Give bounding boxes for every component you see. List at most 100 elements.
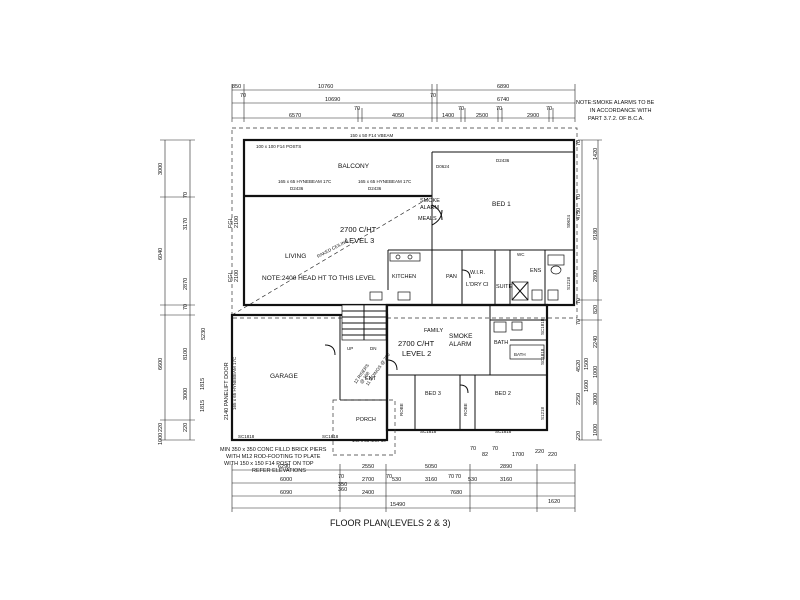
label-living: LIVING — [285, 253, 306, 260]
window-sc1818-b: SC1818 — [322, 434, 339, 439]
label-smoke-b: ALARM — [420, 205, 439, 211]
dim-bot-70b: 70 — [455, 474, 461, 480]
dim-top-70c: 70 — [496, 106, 502, 112]
dim-bot-2700: 2700 — [362, 477, 374, 483]
label-ens: ENS — [530, 268, 542, 274]
pier-note-1: MIN 350 x 350 CONC FILLD BRICK PIERS — [220, 447, 327, 453]
raked-ceiling-line — [231, 195, 433, 316]
dim-left-220b: 220 — [183, 423, 189, 432]
dim-right-1420: 1420 — [593, 148, 599, 160]
dim-bot-6290: 6290 — [278, 464, 290, 470]
roof-outline — [231, 127, 578, 319]
dim-top-4050: 4050 — [392, 113, 404, 119]
bath-fixtures — [493, 321, 545, 360]
dim-bot-360a: 360 — [338, 487, 347, 493]
window-sc1818-c: SC1818 — [420, 429, 437, 434]
label-vbeam: 150 x 50 F14 VBEAM — [350, 133, 394, 138]
label-robe2: ROBE — [463, 403, 468, 416]
dim-bot-2550: 2550 — [362, 464, 374, 470]
dim-bot-misc-82: 82 — [482, 452, 488, 458]
label-dn: DN — [370, 346, 377, 351]
dim-top-1400: 1400 — [442, 113, 454, 119]
dim-bot-530a: 530 — [392, 477, 401, 483]
dim-left-70: 70 — [183, 304, 189, 310]
smoke-note-line3: PART 3.7.2. OF B.C.A. — [588, 116, 644, 122]
pier-note-2: WITH M12 ROD-FOOTING TO PLATE — [226, 454, 321, 460]
dim-right-2240: 2240 — [593, 336, 599, 348]
stairs — [341, 304, 387, 341]
dim-left-2100b: 2100 — [234, 270, 240, 282]
dim-bot-2890: 2890 — [500, 464, 512, 470]
label-posts: 100 x 100 F14 POSTS — [256, 144, 301, 149]
label-smoke2-b: ALARM — [449, 341, 471, 348]
dim-bot-5050: 5050 — [425, 464, 437, 470]
dim-right-1000b: 1000 — [593, 424, 599, 436]
dim-bot-6000: 6000 — [280, 477, 292, 483]
label-bed3: BED 3 — [425, 391, 441, 397]
structural-labels: 150 x 50 F14 VBEAM 100 x 100 F14 POSTS 1… — [224, 133, 510, 443]
dim-bot-misc-1700: 1700 — [512, 452, 524, 458]
dim-bot-2400: 2400 — [362, 490, 374, 496]
dim-left-fgl1: FGL — [228, 217, 234, 228]
dim-left-6600: 6600 — [158, 358, 164, 370]
dim-right-4750: 4750 — [576, 208, 582, 220]
label-porch: PORCH — [356, 417, 376, 423]
label-robe1: ROBE — [399, 403, 404, 416]
left-dimensions: 3000 3170 6040 2870 70 5230 8100 6600 18… — [158, 139, 240, 445]
dim-top-2500: 2500 — [476, 113, 488, 119]
label-porch-post: 140 x 35 MGP10 — [352, 438, 386, 443]
label-up: UP — [347, 346, 353, 351]
right-dimensions: 1420 4750 9180 2800 820 2240 4520 1000 3… — [576, 139, 602, 441]
kitchen-fixtures — [369, 252, 421, 301]
label-suite: SUITE — [496, 284, 513, 290]
dim-top-6890: 6890 — [497, 84, 509, 90]
dim-top-10690: 10690 — [325, 97, 340, 103]
dim-left-3170: 3170 — [183, 218, 189, 230]
dim-bot-misc-70d: 70 — [448, 474, 454, 480]
level3-label: LEVEL 3 — [345, 236, 374, 245]
label-d2436a: D2436 — [290, 186, 304, 191]
smoke-note-line1: NOTE:SMOKE ALARMS TO BE — [576, 100, 655, 106]
dim-left-6040: 6040 — [158, 248, 164, 260]
label-wir: W.I.R. — [470, 270, 485, 276]
label-meals: MEALS — [418, 216, 437, 222]
dim-bot-3160b: 3160 — [500, 477, 512, 483]
dim-right-70c: 70 — [576, 298, 582, 304]
label-bed2: BED 2 — [495, 391, 511, 397]
label-bed1: BED 1 — [492, 201, 511, 208]
level2-walls — [230, 303, 549, 456]
dim-left-1815: 1815 — [200, 378, 206, 390]
dim-top-6570: 6570 — [289, 113, 301, 119]
dim-top-70b: 70 — [458, 106, 464, 112]
label-bath: BATH — [494, 340, 508, 346]
label-garage-door: 2140 PANELIFT DOOR — [224, 362, 230, 420]
dim-bot-misc-220: 220 — [548, 452, 557, 458]
label-raked: RAKED CEILING — [316, 238, 349, 259]
window-sc1818-a: SC1818 — [238, 434, 255, 439]
dim-bot-misc-70c: 70 — [386, 474, 392, 480]
dim-left-8100: 8100 — [183, 348, 189, 360]
label-bath2: BATH — [514, 352, 526, 357]
dim-right-220: 220 — [576, 431, 582, 440]
dim-bot-7680: 7680 — [450, 490, 462, 496]
label-garage-beam: 165 x 65 HYNEBEAM 17C — [232, 356, 237, 410]
dim-right-3000: 3000 — [593, 393, 599, 405]
dim-right-820: 820 — [593, 305, 599, 314]
dim-bot-15490: 15490 — [390, 502, 405, 508]
door-swings — [324, 204, 471, 394]
dim-right-1500: 1500 — [584, 358, 590, 370]
dim-bot-530b: 530 — [468, 477, 477, 483]
dim-right-2800: 2800 — [593, 270, 599, 282]
dim-bot-6090: 6090 — [280, 490, 292, 496]
dim-top-6740: 6740 — [497, 97, 509, 103]
dim-top-850: 850 — [232, 84, 241, 90]
head-height-note: NOTE:2400 HEAD HT TO THIS LEVEL — [262, 275, 376, 282]
dim-right-2250: 2250 — [576, 393, 582, 405]
dim-bot-1620: 1620 — [548, 499, 560, 505]
ensuite-fixtures — [511, 254, 565, 301]
label-smoke-a: SMOKE — [420, 198, 440, 204]
smoke-alarm-note: NOTE:SMOKE ALARMS TO BE IN ACCORDANCE WI… — [576, 100, 655, 122]
dim-top-70f: 70 — [430, 93, 436, 99]
bottom-dimensions: 6290 2550 5050 2890 220 6000 70 2700 530… — [231, 446, 576, 512]
